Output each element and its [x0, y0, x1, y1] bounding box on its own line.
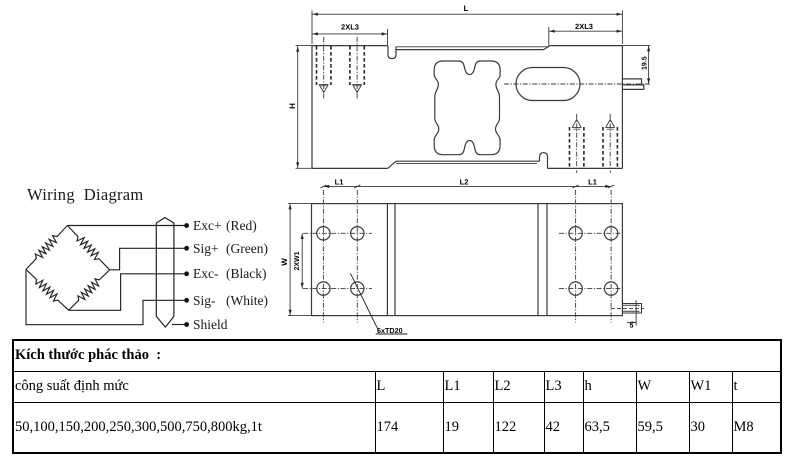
- svg-text:H: H: [288, 103, 297, 109]
- svg-text:L1: L1: [335, 178, 344, 187]
- svg-text:L: L: [464, 4, 469, 13]
- svg-text:L2: L2: [460, 178, 469, 187]
- svg-text:W: W: [280, 258, 289, 266]
- svg-text:2XL3: 2XL3: [575, 22, 593, 31]
- svg-text:L1: L1: [588, 178, 597, 187]
- svg-text:5: 5: [630, 323, 634, 330]
- svg-text:2XL3: 2XL3: [341, 23, 359, 32]
- svg-text:2XW1: 2XW1: [294, 251, 301, 270]
- svg-text:19.5: 19.5: [642, 56, 649, 70]
- svg-text:6xTD20: 6xTD20: [377, 326, 403, 335]
